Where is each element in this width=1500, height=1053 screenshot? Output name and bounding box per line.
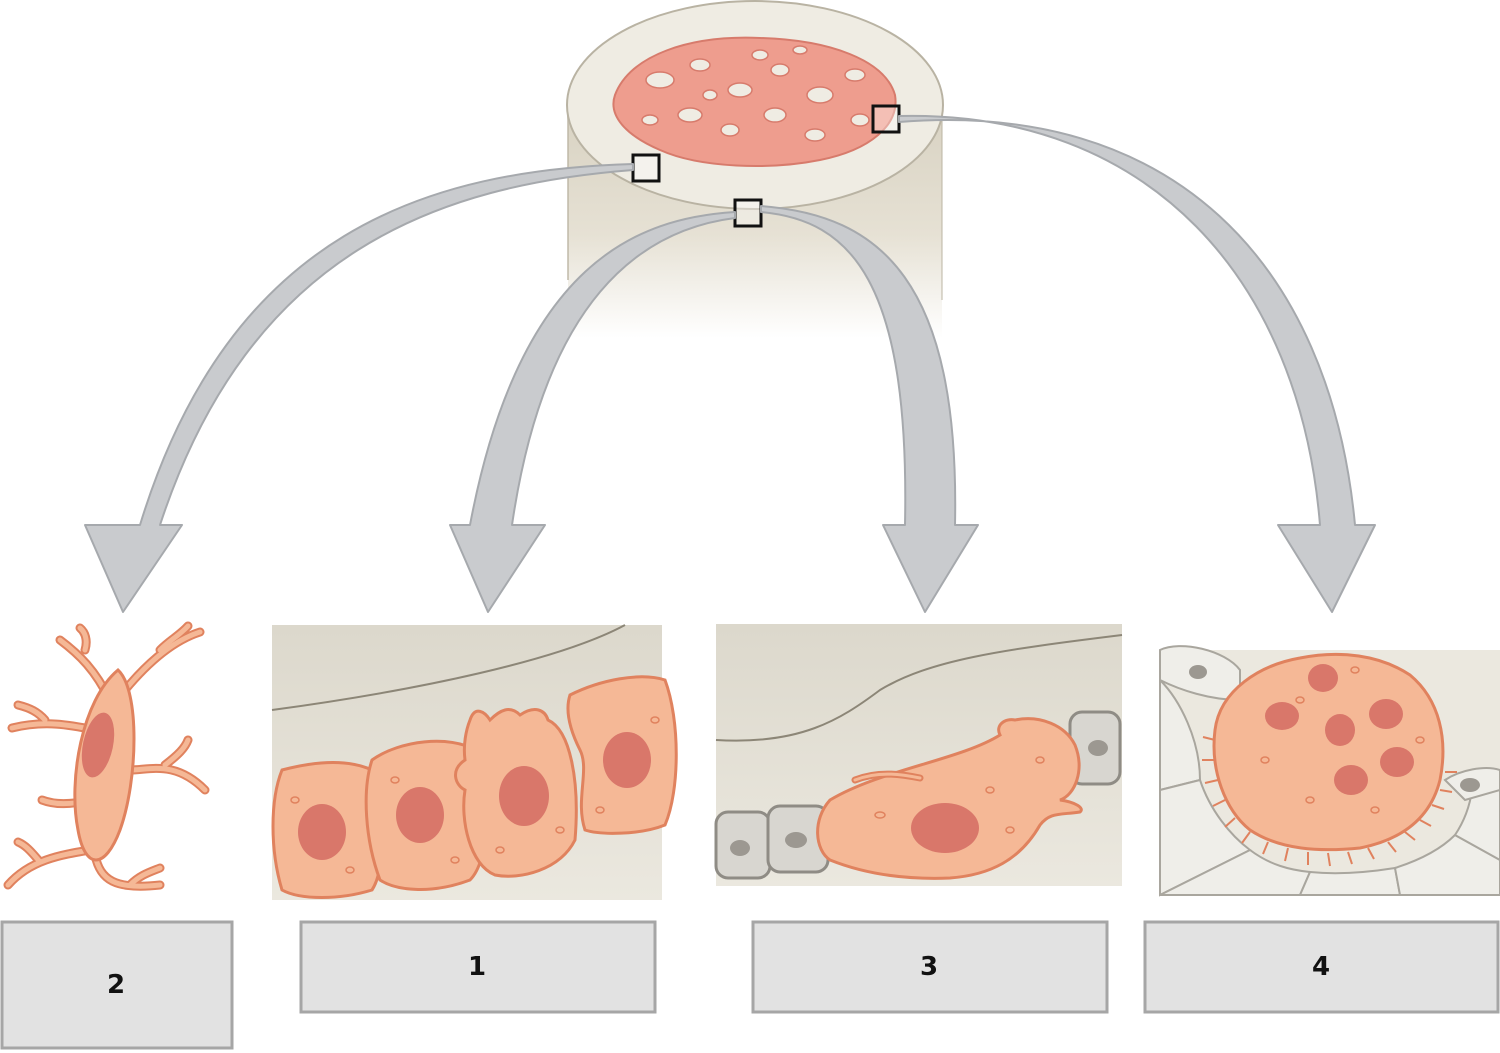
label-text: 3 — [920, 952, 938, 982]
nucleus — [396, 787, 444, 843]
cell-osteoblasts — [271, 624, 678, 900]
bone-cross-section — [566, 0, 944, 338]
nucleus — [298, 804, 346, 860]
arrow-to-cell-a — [84, 163, 634, 613]
label-box-b[interactable]: 1 — [299, 920, 657, 1014]
spongy-bone — [612, 36, 897, 167]
arrow-to-cell-c — [760, 205, 979, 613]
label-box-a[interactable]: 2 — [0, 920, 234, 1050]
label-text: 1 — [468, 952, 486, 982]
nucleus — [603, 732, 651, 788]
nucleus — [1265, 702, 1299, 730]
nucleus — [911, 803, 979, 853]
label-text: 4 — [1312, 952, 1330, 982]
arrows — [84, 114, 1376, 613]
nucleus — [81, 712, 115, 778]
sample-marker-right — [871, 104, 901, 134]
sample-marker-left — [631, 153, 661, 183]
nucleus — [1369, 699, 1403, 729]
nucleus — [499, 766, 549, 826]
nucleus — [1308, 664, 1338, 692]
label-box-c[interactable]: 3 — [751, 920, 1109, 1014]
arrow-to-cell-d — [898, 114, 1376, 613]
arrow-to-cell-b — [449, 211, 736, 613]
cell-osteogenic — [714, 624, 1123, 886]
label-box-d[interactable]: 4 — [1143, 920, 1500, 1014]
nucleus — [1334, 765, 1368, 795]
cell-osteocyte — [3, 621, 210, 891]
sample-marker-center — [733, 198, 763, 228]
nucleus — [1325, 714, 1355, 746]
cell-osteoclast — [1159, 645, 1500, 897]
label-text: 2 — [107, 970, 125, 1000]
nucleus — [1380, 747, 1414, 777]
